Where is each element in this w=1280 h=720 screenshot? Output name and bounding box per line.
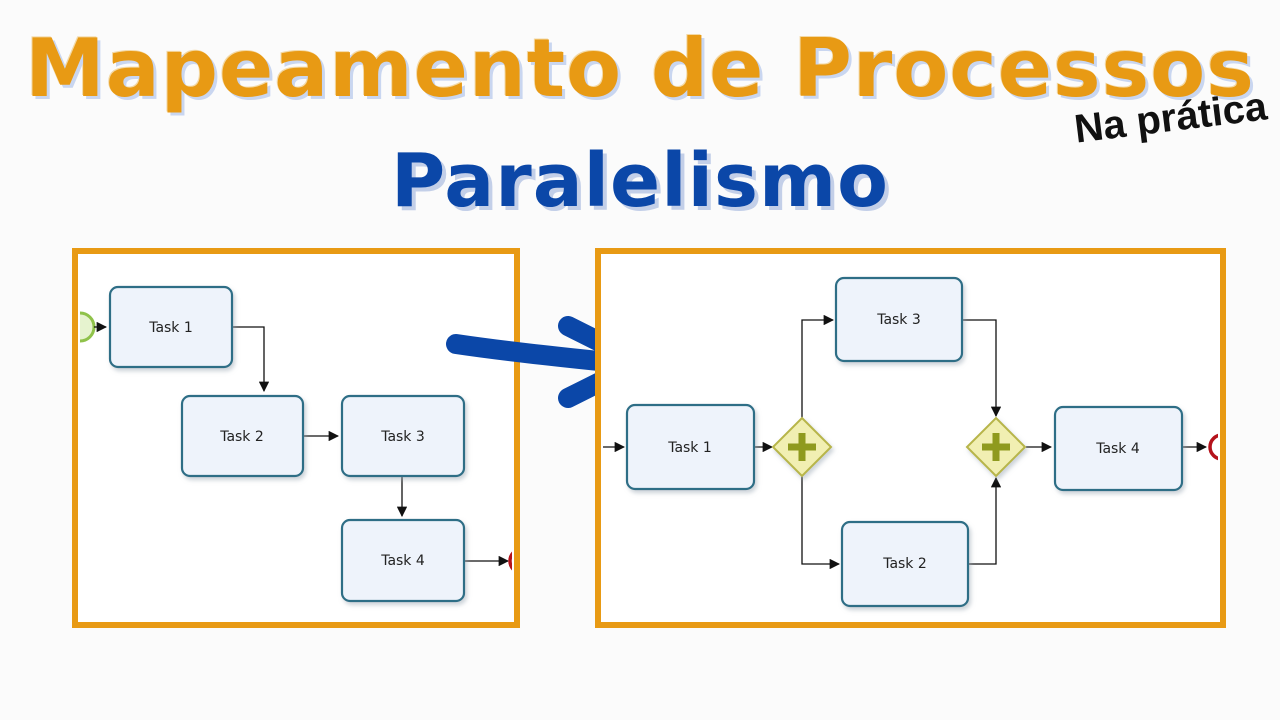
connector-task3-join <box>962 319 1002 418</box>
task-label: Task 4 <box>1095 441 1140 457</box>
parallel-join-gateway-icon <box>965 416 1027 478</box>
task-label: Task 3 <box>876 312 921 328</box>
parallel-connectors <box>603 314 1208 570</box>
task-box[interactable]: Task 1 <box>108 285 234 369</box>
sequential-panel: Task 1 Task 2 Task 3 Task 4 <box>72 248 520 628</box>
sequential-connectors <box>94 321 510 567</box>
task-label: Task 2 <box>882 556 927 572</box>
task-label: Task 3 <box>380 429 425 445</box>
task-box[interactable]: Task 4 <box>340 518 466 603</box>
connector-task2-join <box>968 476 1002 565</box>
task-label: Task 1 <box>148 320 193 336</box>
connector-split-task2 <box>801 476 841 570</box>
parallel-panel: Task 3 Task 1 Task 4 Task 2 <box>595 248 1226 628</box>
task-box[interactable]: Task 2 <box>180 394 305 478</box>
start-event-icon <box>80 311 96 343</box>
task-box[interactable]: Task 2 <box>840 520 970 608</box>
task-label: Task 1 <box>667 440 712 456</box>
task-box[interactable]: Task 3 <box>834 276 964 363</box>
parallel-split-gateway-icon <box>771 416 833 478</box>
task-box[interactable]: Task 4 <box>1053 405 1184 492</box>
page-title: Mapeamento de Processos <box>25 22 1255 115</box>
connector-task1-task2 <box>232 326 270 393</box>
task-label: Task 2 <box>219 429 264 445</box>
end-event-icon <box>508 551 512 571</box>
task-box[interactable]: Task 1 <box>625 403 756 491</box>
page-subtitle: Paralelismo <box>391 138 889 224</box>
connector-split-task3 <box>801 314 835 418</box>
task-box[interactable]: Task 3 <box>340 394 466 478</box>
end-event-icon <box>1208 433 1218 461</box>
task-label: Task 4 <box>380 553 425 569</box>
